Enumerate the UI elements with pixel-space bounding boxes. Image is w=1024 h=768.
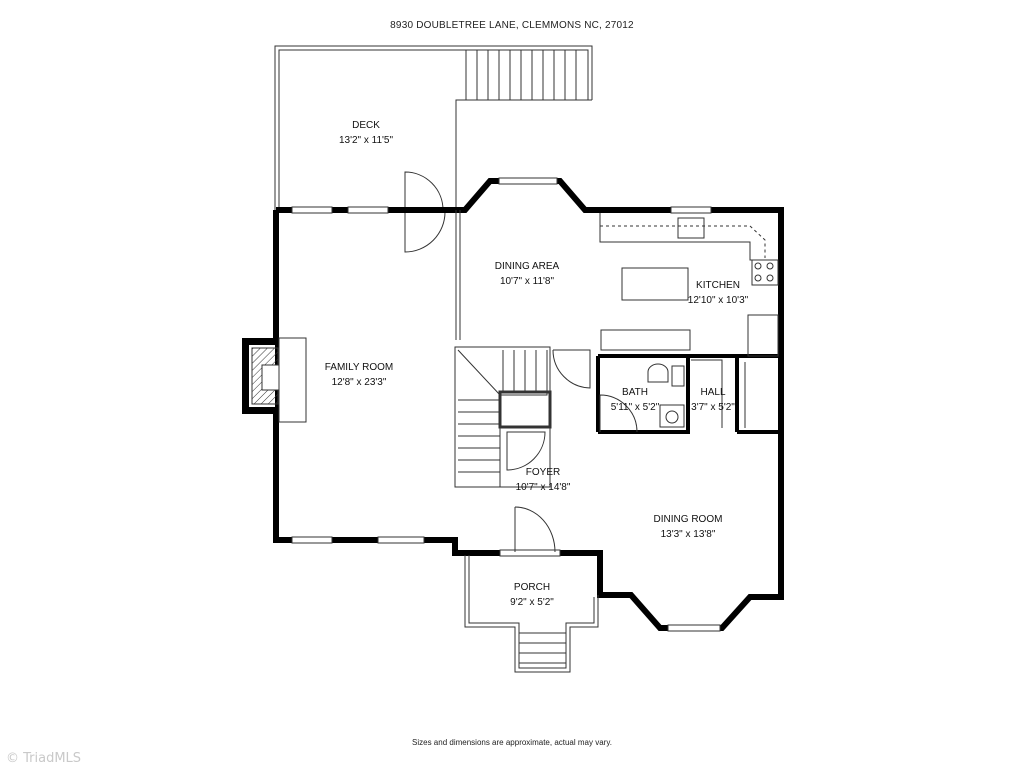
room-name-family-room: FAMILY ROOM — [324, 362, 394, 373]
room-size-deck: 13'2" x 11'5" — [338, 135, 394, 146]
windows — [291, 177, 721, 632]
interior-thin-walls — [455, 210, 779, 428]
deck-outline — [274, 45, 593, 210]
watermark: © TriadMLS — [6, 751, 82, 766]
fireplace — [242, 337, 307, 423]
room-size-dining-area: 10'7" x 11'8" — [499, 276, 555, 287]
room-size-foyer: 10'7" x 14'8" — [515, 482, 571, 493]
room-name-dining-area: DINING AREA — [494, 261, 560, 272]
room-label-foyer: FOYER 10'7" x 14'8" — [516, 465, 571, 495]
room-size-family-room: 12'8" x 23'3" — [331, 377, 387, 388]
room-name-bath: BATH — [622, 387, 648, 398]
room-label-dining-room: DINING ROOM 13'3" x 13'8" — [654, 512, 723, 542]
kitchen-counters — [599, 213, 779, 351]
room-size-bath: 5'11" x 5'2" — [610, 402, 660, 413]
room-label-kitchen: KITCHEN 12'10" x 10'3" — [688, 278, 748, 308]
room-label-bath: BATH 5'11" x 5'2" — [611, 385, 660, 415]
room-name-deck: DECK — [352, 120, 380, 131]
room-size-hall: 3'7" x 5'2" — [691, 402, 735, 413]
room-size-dining-room: 13'3" x 13'8" — [660, 529, 716, 540]
room-size-kitchen: 12'10" x 10'3" — [687, 295, 749, 306]
room-label-family-room: FAMILY ROOM 12'8" x 23'3" — [325, 360, 394, 390]
interior-doors — [506, 349, 723, 553]
room-name-dining-room: DINING ROOM — [653, 514, 723, 525]
porch-outline — [464, 555, 599, 673]
deck-door — [404, 171, 446, 253]
plan-address-title: 8930 DOUBLETREE LANE, CLEMMONS NC, 27012 — [390, 20, 634, 31]
room-name-kitchen: KITCHEN — [696, 280, 740, 291]
room-label-porch: PORCH 9'2" x 5'2" — [510, 580, 554, 610]
room-name-foyer: FOYER — [525, 467, 561, 478]
room-label-deck: DECK 13'2" x 11'5" — [339, 118, 393, 148]
room-name-porch: PORCH — [513, 582, 551, 593]
disclaimer-text: Sizes and dimensions are approximate, ac… — [412, 738, 612, 747]
bath-fixtures — [647, 363, 685, 428]
interior-stairs — [454, 346, 552, 488]
room-size-porch: 9'2" x 5'2" — [510, 597, 554, 608]
room-label-dining-area: DINING AREA 10'7" x 11'8" — [495, 259, 559, 289]
deck-stairs — [465, 50, 577, 100]
room-name-hall: HALL — [700, 387, 726, 398]
room-label-hall: HALL 3'7" x 5'2" — [691, 385, 735, 415]
